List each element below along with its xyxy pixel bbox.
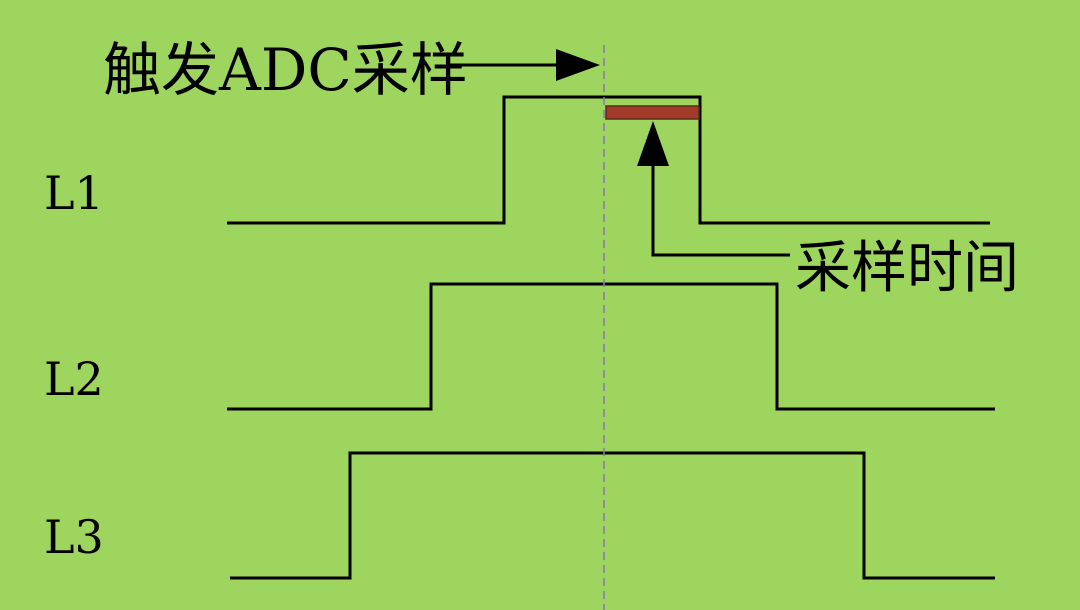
sample-time-label: 采样时间: [795, 236, 1019, 301]
trigger-arrow-head: [556, 49, 600, 81]
trigger-label: 触发ADC采样: [103, 36, 468, 104]
signal-label-l1: L1: [44, 166, 104, 220]
waveform-l2: [227, 282, 995, 411]
sample-time-arrow-shaft: [651, 160, 790, 257]
waveform-l1: [227, 95, 990, 225]
waveform-l3: [230, 451, 995, 580]
signal-label-l3: L3: [44, 510, 104, 564]
sample-time-arrow-head: [637, 121, 669, 166]
signal-label-l2: L2: [44, 352, 104, 406]
sample-window-bar: [605, 105, 700, 120]
